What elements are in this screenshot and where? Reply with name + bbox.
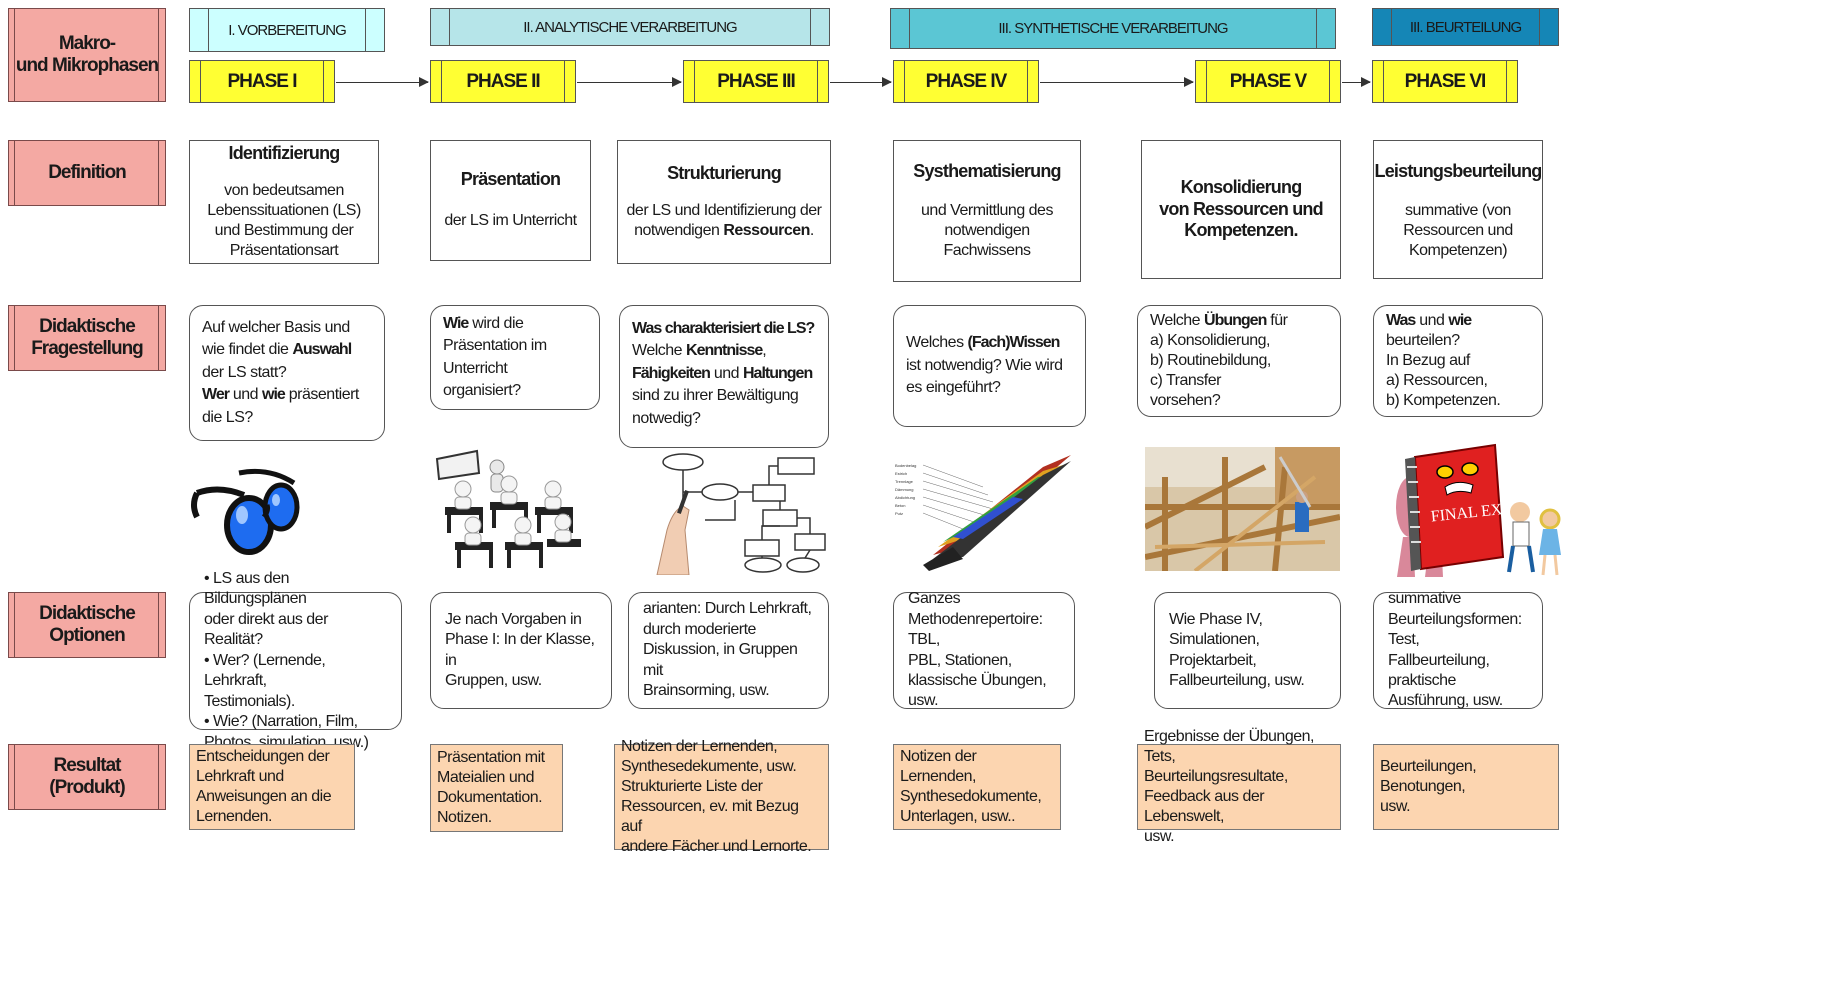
arrow-phase-2-3 bbox=[577, 77, 682, 87]
definition-body: der LS im Unterricht bbox=[444, 211, 577, 229]
svg-text:Trennlage: Trennlage bbox=[895, 479, 914, 484]
svg-text:Dämmung: Dämmung bbox=[895, 487, 913, 492]
definition-body: der LS und Identifizierung der notwendig… bbox=[626, 201, 822, 239]
result-2: Präsentation mit Mateialien und Dokument… bbox=[430, 744, 563, 832]
final-exam-icon: FINAL EXAM bbox=[1396, 443, 1561, 577]
glasses-icon bbox=[191, 468, 300, 555]
option-6: summative Beurteilungsformen: Test, Fall… bbox=[1373, 590, 1543, 709]
construction-photo-icon bbox=[1145, 447, 1340, 571]
macro-phase-analytic: II. ANALYTISCHE VERARBEITUNG bbox=[430, 8, 830, 46]
macro-phase-preparation: I. VORBEREITUNG bbox=[189, 8, 385, 52]
phase-5: PHASE V bbox=[1195, 60, 1341, 103]
definition-title: Strukturierung bbox=[667, 163, 782, 184]
definition-title: Identifizierung bbox=[228, 143, 341, 164]
row-label-phases: Makro- und Mikrophasen bbox=[8, 8, 166, 102]
definition-body: von bedeutsamen Lebenssituationen (LS) u… bbox=[207, 181, 361, 259]
option-4: Ganzes Methodenrepertoire: TBL, PBL, Sta… bbox=[893, 590, 1075, 709]
phase-4: PHASE IV bbox=[893, 60, 1039, 103]
svg-text:Bodenbelag: Bodenbelag bbox=[895, 463, 916, 468]
macro-phase-assessment: III. BEURTEILUNG bbox=[1372, 8, 1559, 46]
definition-title: Konsolidierung von Ressourcen und Kompet… bbox=[1159, 177, 1323, 241]
option-5: Wie Phase IV, Simulationen, Projektarbei… bbox=[1154, 592, 1341, 709]
option-1: • LS aus den Bildungsplänen oder direkt … bbox=[189, 570, 402, 751]
definition-title: Präsentation bbox=[460, 169, 561, 190]
arrow-phase-5-6 bbox=[1342, 77, 1371, 87]
result-4: Notizen der Lernenden, Synthesedokumente… bbox=[893, 744, 1061, 830]
definition-5: Konsolidierung von Ressourcen und Kompet… bbox=[1141, 140, 1341, 279]
result-1: Entscheidungen der Lehrkraft und Anweisu… bbox=[189, 744, 355, 830]
arrow-phase-1-2 bbox=[336, 77, 429, 87]
result-3: Notizen der Lernenden, Synthesedekumente… bbox=[614, 738, 829, 855]
result-6: Beurteilungen, Benotungen, usw. bbox=[1373, 744, 1559, 830]
question-3: Was charakterisiert die LS?Welche Kenntn… bbox=[619, 305, 829, 448]
phase-2: PHASE II bbox=[430, 60, 576, 103]
phase-6: PHASE VI bbox=[1372, 60, 1518, 103]
definition-3: Strukturierung der LS und Identifizierun… bbox=[617, 140, 831, 264]
question-2: Wie wird die Präsentation im Unterricht … bbox=[430, 305, 600, 410]
option-3: arianten: Durch Lehrkraft, durch moderie… bbox=[628, 592, 829, 709]
definition-4: Systhematisierung und Vermittlung des no… bbox=[893, 140, 1081, 282]
classroom-icon bbox=[435, 449, 581, 568]
macro-phase-synthetic: III. SYNTHETISCHE VERARBEITUNG bbox=[890, 8, 1336, 49]
svg-text:Putz: Putz bbox=[895, 511, 903, 516]
row-label-result: Resultat (Produkt) bbox=[8, 744, 166, 810]
svg-text:Beton: Beton bbox=[895, 503, 905, 508]
arrow-phase-3-4 bbox=[830, 77, 892, 87]
definition-6: Leistungsbeurteilung summative (von Ress… bbox=[1373, 140, 1543, 279]
definition-title: Leistungsbeurteilung bbox=[1374, 161, 1543, 181]
row-label-questions: Didaktische Fragestellung bbox=[8, 305, 166, 371]
phase-3: PHASE III bbox=[683, 60, 829, 103]
definition-title: Systhematisierung bbox=[913, 161, 1061, 182]
phase-1: PHASE I bbox=[189, 60, 335, 103]
question-1: Auf welcher Basis und wie findet die Aus… bbox=[189, 305, 385, 441]
definition-2: Präsentation der LS im Unterricht bbox=[430, 140, 591, 261]
definition-body: und Vermittlung des notwendigen Fachwiss… bbox=[921, 201, 1053, 259]
option-2: Je nach Vorgaben in Phase I: In der Klas… bbox=[430, 592, 612, 709]
arrow-phase-4-5 bbox=[1040, 77, 1194, 87]
svg-text:Abdichtung: Abdichtung bbox=[895, 495, 915, 500]
result-5: Ergebnisse der Übungen, Tets, Beurteilun… bbox=[1137, 728, 1341, 845]
definition-1: Identifizierung von bedeutsamen Lebenssi… bbox=[189, 140, 379, 264]
row-label-definition: Definition bbox=[8, 140, 166, 206]
definition-body: summative (von Ressourcen und Kompetenze… bbox=[1403, 201, 1513, 259]
flowchart-icon bbox=[656, 453, 826, 575]
row-label-options: Didaktische Optionen bbox=[8, 592, 166, 658]
question-4: Welches (Fach)Wissen ist notwendig? Wie … bbox=[893, 305, 1086, 427]
svg-text:Estrich: Estrich bbox=[895, 471, 907, 476]
